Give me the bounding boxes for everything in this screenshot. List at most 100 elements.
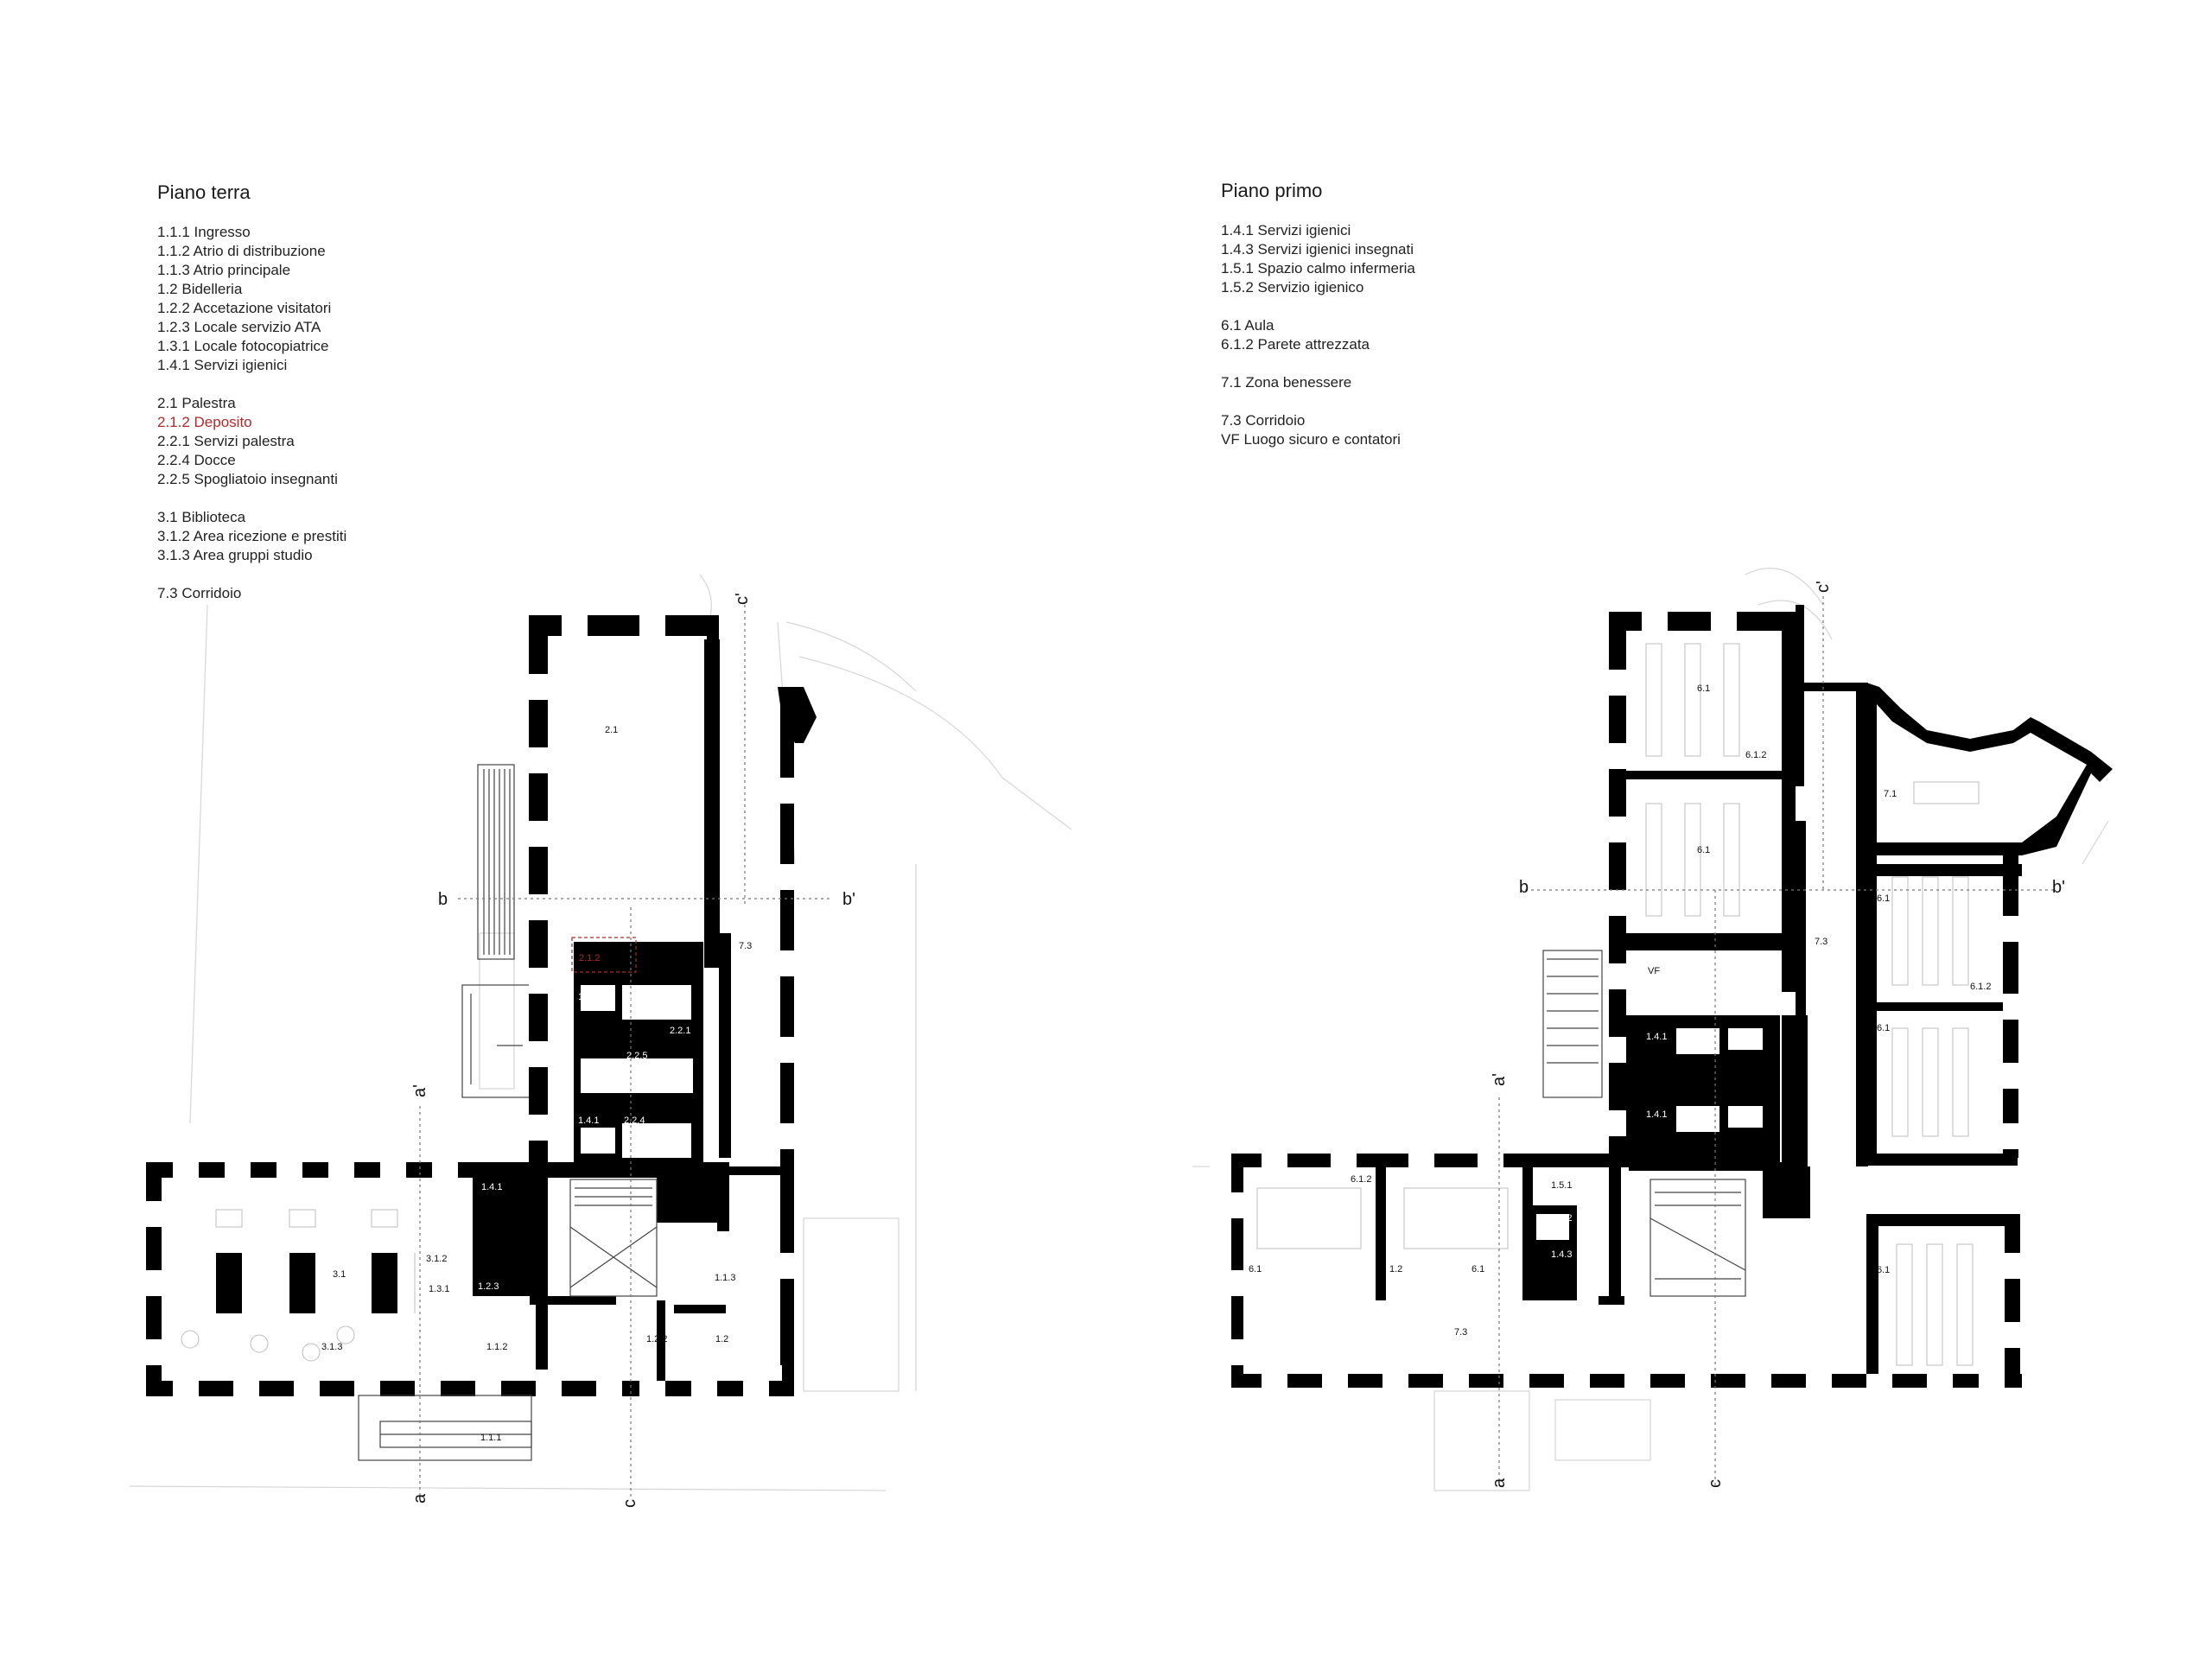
section-mark: b'	[842, 890, 855, 909]
legend-item: 3.1.3 Area gruppi studio	[157, 547, 313, 563]
legend-item: 1.1.3 Atrio principale	[157, 262, 291, 278]
legend-group: 1.1.1 Ingresso 1.1.2 Atrio di distribuzio…	[157, 223, 346, 375]
stair-core	[1649, 1179, 1746, 1297]
room-label: 1.4.1	[1646, 1032, 1667, 1042]
legend-item: 3.1.2 Area ricezione e prestiti	[157, 528, 347, 544]
section-mark: c	[620, 1499, 639, 1508]
room-label: 6.1	[1877, 893, 1890, 904]
legend-item: 2.2.4 Docce	[157, 452, 236, 468]
legend-item: 2.2.1 Servizi palestra	[157, 433, 295, 449]
legend-group: 3.1 Biblioteca 3.1.2 Area ricezione e pre…	[157, 508, 346, 565]
room-label: 1.4.3	[1551, 1249, 1572, 1260]
legend-group: 7.3 Corridoio VF Luogo sicuro e contatori	[1221, 411, 1415, 449]
legend-item: 3.1 Biblioteca	[157, 509, 246, 525]
legend-first-floor: Piano primo 1.4.1 Servizi igienici 1.4.3 …	[1221, 180, 1415, 468]
legend-ground-floor: Piano terra 1.1.1 Ingresso 1.1.2 Atrio di…	[157, 181, 346, 622]
legend-item: 1.5.1 Spazio calmo infermeria	[1221, 260, 1415, 276]
legend-item: 6.1 Aula	[1221, 317, 1274, 334]
legend-item: 1.1.1 Ingresso	[157, 224, 251, 240]
room-label: 1.2	[715, 1334, 728, 1344]
room-label: 1.2	[1389, 1264, 1402, 1274]
context-lines	[129, 574, 1072, 1491]
legend-item: 2.2.5 Spogliatoio insegnanti	[157, 471, 338, 487]
legend-item: 1.3.1 Locale fotocopiatrice	[157, 338, 329, 354]
room-label: 6.1	[1249, 1264, 1262, 1274]
room-label: 1.5.1	[1551, 1180, 1572, 1191]
legend-item: 1.1.2 Atrio di distribuzione	[157, 243, 326, 259]
section-mark: a	[1490, 1478, 1509, 1488]
room-label: 1.4.1	[481, 1182, 502, 1192]
room-label: VF	[1648, 966, 1660, 976]
deposito-highlight	[571, 937, 637, 973]
room-label: 6.1	[1697, 683, 1710, 694]
room-label: 1.1.1	[480, 1433, 501, 1443]
room-label: 6.1.2	[1745, 750, 1766, 760]
legend-item: VF Luogo sicuro e contatori	[1221, 431, 1401, 448]
section-mark: a'	[410, 1084, 429, 1097]
legend-group: 1.4.1 Servizi igienici 1.4.3 Servizi igie…	[1221, 221, 1415, 297]
stair-core	[569, 1179, 658, 1297]
room-label: 7.3	[739, 941, 752, 951]
section-lines	[1498, 596, 2056, 1486]
room-label: 3.1.2	[426, 1254, 447, 1264]
room-label: 2.2.1	[670, 1026, 690, 1036]
legend-item: 1.4.1 Servizi igienici	[157, 357, 288, 373]
legend-item: 1.2 Bidelleria	[157, 281, 243, 297]
section-mark: c'	[1814, 581, 1833, 593]
room-label: 2.2.4	[624, 1116, 645, 1126]
section-mark: c'	[733, 593, 752, 605]
room-label: 7.3	[1454, 1327, 1467, 1338]
section-mark: b	[1519, 878, 1529, 897]
legend-item: 7.3 Corridoio	[1221, 412, 1306, 429]
room-label: 7.3	[1815, 937, 1827, 947]
section-mark: a	[410, 1493, 429, 1503]
legend-group: 7.3 Corridoio	[157, 584, 346, 603]
room-label: 2.1	[605, 725, 618, 735]
external-stair	[1542, 950, 1603, 1098]
legend-groups: 1.1.1 Ingresso 1.1.2 Atrio di distribuzio…	[157, 223, 346, 603]
section-mark: c	[1706, 1479, 1725, 1488]
legend-item: 1.2.3 Locale servizio ATA	[157, 319, 321, 335]
section-marks: b b' a' a c' c	[410, 593, 855, 1508]
entrance-steps	[358, 1395, 532, 1461]
room-label: 2.1.2	[579, 953, 600, 963]
room-label: 1.1.2	[486, 1342, 507, 1352]
room-label: 1.4.1	[578, 1116, 599, 1126]
section-marks: b b' a' a c' c	[1490, 581, 2065, 1488]
room-label: 1.2.3	[478, 1281, 499, 1292]
room-label: 6.1	[1877, 1265, 1890, 1275]
legend-title: Piano primo	[1221, 180, 1323, 201]
legend-group: 6.1 Aula 6.1.2 Parete attrezzata	[1221, 316, 1415, 354]
section-mark: b'	[2052, 878, 2065, 897]
room-label: 1.4.1	[1646, 1109, 1667, 1120]
walls	[1231, 605, 2113, 1388]
external-stair	[461, 764, 532, 1098]
room-label: 2.2.5	[626, 1051, 647, 1061]
legend-item: 1.5.2 Servizio igienico	[1221, 279, 1364, 296]
legend-title: Piano terra	[157, 181, 251, 203]
room-label: 6.1	[1697, 845, 1710, 855]
room-label: 3.1.3	[321, 1342, 342, 1352]
ground-floor-plan: 2.1 2.1.2 7.3 1.4.1 2.2.4 2.2.1 2.2.5 1.…	[129, 574, 1072, 1508]
first-floor-plan: 6.1 6.1.2 6.1 7.1 6.1 6.1.2 7.3 VF 1.4.1…	[1192, 568, 2113, 1491]
room-label: 2.2.1	[670, 1148, 690, 1159]
legend-group: 7.1 Zona benessere	[1221, 373, 1415, 392]
legend-item: 1.4.3 Servizi igienici insegnati	[1221, 241, 1414, 257]
section-mark: b	[438, 890, 448, 909]
room-label: 6.1.2	[1351, 1174, 1371, 1185]
section-mark: a'	[1490, 1073, 1509, 1086]
window-gaps	[146, 615, 794, 1396]
legend-item: 7.1 Zona benessere	[1221, 374, 1352, 391]
room-label: 1.2.2	[646, 1334, 667, 1344]
room-label: 6.1	[1471, 1264, 1484, 1274]
room-label: 1.5.2	[1551, 1213, 1572, 1224]
legend-item: 6.1.2 Parete attrezzata	[1221, 336, 1370, 353]
legend-item: 1.4.1 Servizi igienici	[1221, 222, 1351, 238]
legend-item: 7.3 Corridoio	[157, 585, 242, 601]
room-labels: 6.1 6.1.2 6.1 7.1 6.1 6.1.2 7.3 VF 1.4.1…	[1249, 683, 1991, 1338]
room-label: 6.1	[1877, 1023, 1890, 1033]
room-label: 1.4.1	[578, 992, 599, 1002]
legend-item: 2.1 Palestra	[157, 395, 236, 411]
room-label: 7.1	[1884, 789, 1897, 799]
